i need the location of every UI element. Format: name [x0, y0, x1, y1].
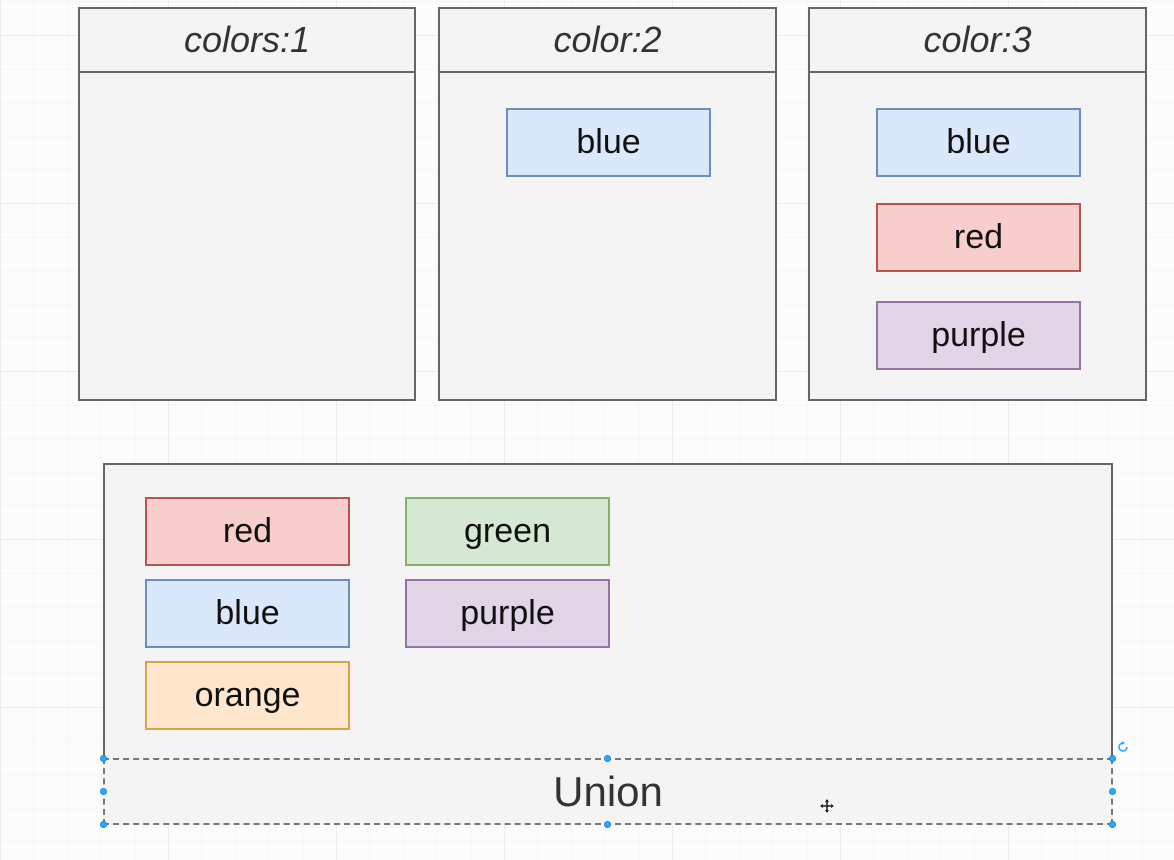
selection-handle-middle-right[interactable]: [1109, 788, 1116, 795]
union-label[interactable]: Union: [103, 758, 1113, 825]
set-colors-1[interactable]: colors:1: [78, 7, 416, 401]
set-title[interactable]: color:2: [440, 9, 775, 73]
union-item-purple[interactable]: purple: [405, 579, 610, 648]
rotate-icon[interactable]: [1116, 740, 1130, 754]
item-purple[interactable]: purple: [876, 301, 1081, 370]
selection-handle-bottom-left[interactable]: [100, 821, 107, 828]
selection-handle-bottom-center[interactable]: [604, 821, 611, 828]
item-blue[interactable]: blue: [506, 108, 711, 177]
move-cursor-icon: [820, 799, 834, 813]
selection-handle-top-center[interactable]: [604, 755, 611, 762]
selection-handle-top-left[interactable]: [100, 755, 107, 762]
set-title[interactable]: colors:1: [80, 9, 414, 73]
item-blue[interactable]: blue: [876, 108, 1081, 177]
set-color-3[interactable]: color:3 blue red purple: [808, 7, 1147, 401]
union-item-red[interactable]: red: [145, 497, 350, 566]
union-item-orange[interactable]: orange: [145, 661, 350, 730]
union-item-green[interactable]: green: [405, 497, 610, 566]
selection-handle-top-right[interactable]: [1109, 755, 1116, 762]
union-item-blue[interactable]: blue: [145, 579, 350, 648]
set-title[interactable]: color:3: [810, 9, 1145, 73]
set-color-2[interactable]: color:2 blue: [438, 7, 777, 401]
selection-handle-bottom-right[interactable]: [1109, 821, 1116, 828]
selection-handle-middle-left[interactable]: [100, 788, 107, 795]
item-red[interactable]: red: [876, 203, 1081, 272]
